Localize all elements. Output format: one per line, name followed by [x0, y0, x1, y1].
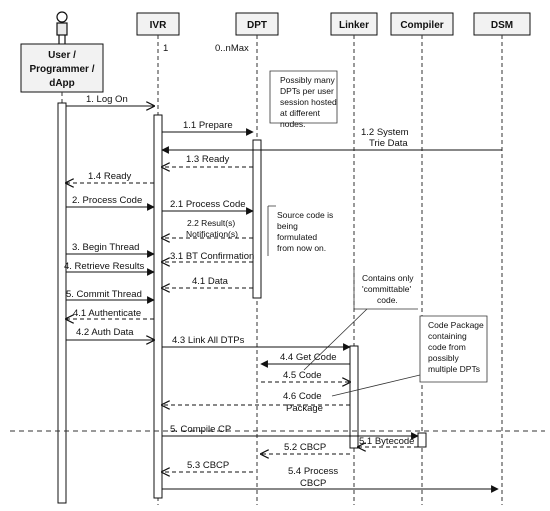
- msg-4-5-label: 4.5 Code: [283, 370, 322, 381]
- actor-user-icon: [56, 11, 68, 44]
- dpt-multiplicity: 0..nMax: [215, 43, 249, 54]
- participant-user-label-3: dApp: [49, 78, 75, 89]
- msg-4-label: 4. Retrieve Results: [64, 261, 145, 272]
- svg-text:DPTs per user: DPTs per user: [280, 86, 334, 96]
- note-linker: Contains only 'committable' code.: [303, 268, 418, 371]
- participant-ivr-label: IVR: [150, 20, 167, 31]
- msg-1-label: 1. Log On: [86, 94, 128, 105]
- msg-4-6-label-2: Package: [286, 403, 323, 414]
- msg-2-label: 2. Process Code: [72, 195, 142, 206]
- msg-3-label: 3. Begin Thread: [72, 242, 139, 253]
- svg-text:possibly: possibly: [428, 353, 459, 363]
- msg-1-2-label-2: Trie Data: [369, 138, 408, 149]
- activation-ivr: [153, 114, 163, 499]
- participant-user-label-2: Programmer /: [29, 64, 94, 75]
- svg-text:Contains only: Contains only: [362, 273, 414, 283]
- msg-3-1-label: 3.1 BT Confirmation: [170, 251, 254, 262]
- msg-4-4-label: 4.4 Get Code: [280, 352, 337, 363]
- activation-linker: [349, 345, 359, 449]
- participant-user-box: [20, 43, 104, 93]
- msg-2-1-label: 2.1 Process Code: [170, 199, 246, 210]
- svg-text:code from: code from: [428, 342, 466, 352]
- svg-text:containing: containing: [428, 331, 467, 341]
- svg-text:nodes.: nodes.: [280, 119, 306, 129]
- activation-dpt: [252, 139, 262, 299]
- msg-4-2-label: 4.2 Auth Data: [76, 327, 134, 338]
- msg-4-1-label: 4.1 Data: [192, 276, 229, 287]
- msg-4-1b-label: 4.1 Authenticate: [73, 308, 141, 319]
- participant-dpt-label: DPT: [247, 20, 267, 31]
- svg-text:from now on.: from now on.: [277, 243, 326, 253]
- msg-5-3-label: 5.3 CBCP: [187, 460, 229, 471]
- svg-text:multiple DPTs: multiple DPTs: [428, 364, 480, 374]
- msg-1-2-label-1: 1.2 System: [361, 127, 409, 138]
- msg-2-2-label-1: 2.2 Result(s): [187, 218, 235, 228]
- note-code-package: Code Package containing code from possib…: [331, 315, 488, 397]
- msg-5-1-label: 5.1 Bytecode: [359, 436, 414, 447]
- msg-4-6-label-1: 4.6 Code: [283, 391, 322, 402]
- msg-5-4-label-2: CBCP: [300, 478, 326, 489]
- msg-5-4-label-1: 5.4 Process: [288, 466, 338, 477]
- svg-text:Code Package: Code Package: [428, 320, 484, 330]
- participant-dsm-label: DSM: [491, 20, 513, 31]
- note-source-code: Source code is being formulated from now…: [267, 205, 333, 256]
- participant-user-label-1: User /: [48, 50, 76, 61]
- msg-4-3-label: 4.3 Link All DTPs: [172, 335, 245, 346]
- svg-text:code.: code.: [377, 295, 398, 305]
- msg-5-2-label: 5.2 CBCP: [284, 442, 326, 453]
- svg-text:session hosted: session hosted: [280, 97, 337, 107]
- msg-1-3-label: 1.3 Ready: [186, 154, 230, 165]
- note-dpt: Possibly many DPTs per user session host…: [269, 70, 338, 129]
- msg-2-2-label-2: Notification(s): [186, 229, 238, 239]
- svg-text:at different: at different: [280, 108, 321, 118]
- msg-5-compile-label: 5. Compile CP: [170, 424, 231, 435]
- activation-compiler: [417, 432, 427, 448]
- svg-text:Possibly many: Possibly many: [280, 75, 336, 85]
- svg-text:Source code is: Source code is: [277, 210, 333, 220]
- msg-5-label: 5. Commit Thread: [66, 289, 142, 300]
- ivr-multiplicity: 1: [163, 43, 168, 54]
- msg-1-4-label: 1.4 Ready: [88, 171, 132, 182]
- svg-text:'committable': 'committable': [362, 284, 411, 294]
- msg-1-1-label: 1.1 Prepare: [183, 120, 233, 131]
- activation-user: [57, 102, 67, 504]
- participant-linker-label: Linker: [339, 20, 369, 31]
- svg-text:being: being: [277, 221, 298, 231]
- participant-compiler-label: Compiler: [400, 20, 443, 31]
- svg-text:formulated: formulated: [277, 232, 317, 242]
